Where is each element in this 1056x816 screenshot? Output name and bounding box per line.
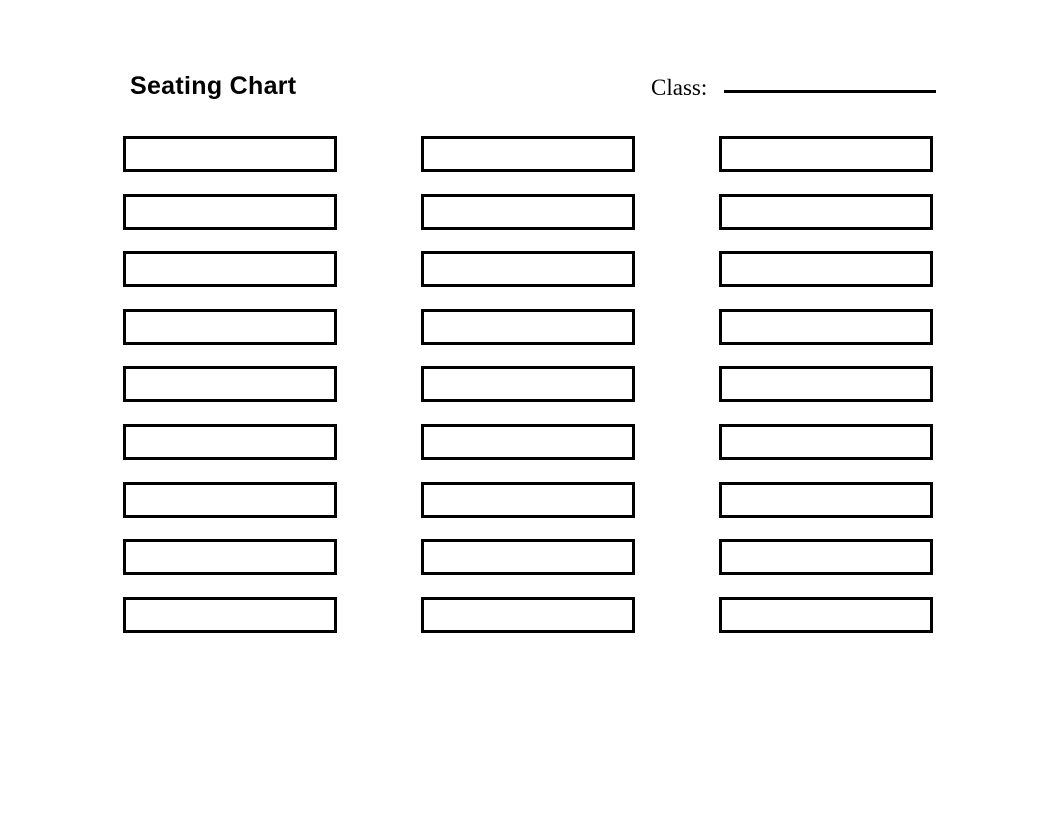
class-name-input-line[interactable] xyxy=(724,90,937,93)
seat-box[interactable] xyxy=(123,539,337,576)
seat-box[interactable] xyxy=(421,251,635,288)
seat-box[interactable] xyxy=(123,193,337,230)
seat-box[interactable] xyxy=(719,423,933,460)
seat-box[interactable] xyxy=(421,136,635,172)
seat-box[interactable] xyxy=(421,308,635,345)
seat-box[interactable] xyxy=(719,308,933,345)
seat-box[interactable] xyxy=(719,193,933,230)
seat-box[interactable] xyxy=(421,366,635,403)
seat-box[interactable] xyxy=(123,481,337,518)
seat-box[interactable] xyxy=(719,596,933,633)
page-header: Seating Chart Class: xyxy=(0,0,1056,120)
seat-box[interactable] xyxy=(421,481,635,518)
seat-box[interactable] xyxy=(421,423,635,460)
seat-box[interactable] xyxy=(123,136,337,172)
seat-box[interactable] xyxy=(421,193,635,230)
class-field: Class: xyxy=(651,75,937,101)
seat-box[interactable] xyxy=(719,481,933,518)
seat-box[interactable] xyxy=(123,596,337,633)
seat-box[interactable] xyxy=(719,539,933,576)
seat-box[interactable] xyxy=(719,251,933,288)
seat-box[interactable] xyxy=(123,251,337,288)
seat-grid xyxy=(123,136,933,633)
seat-box[interactable] xyxy=(719,136,933,172)
class-label: Class: xyxy=(651,75,708,100)
page-title: Seating Chart xyxy=(130,72,297,100)
seat-box[interactable] xyxy=(421,539,635,576)
seat-box[interactable] xyxy=(719,366,933,403)
seat-box[interactable] xyxy=(123,366,337,403)
seat-box[interactable] xyxy=(123,423,337,460)
seat-box[interactable] xyxy=(421,596,635,633)
seat-box[interactable] xyxy=(123,308,337,345)
